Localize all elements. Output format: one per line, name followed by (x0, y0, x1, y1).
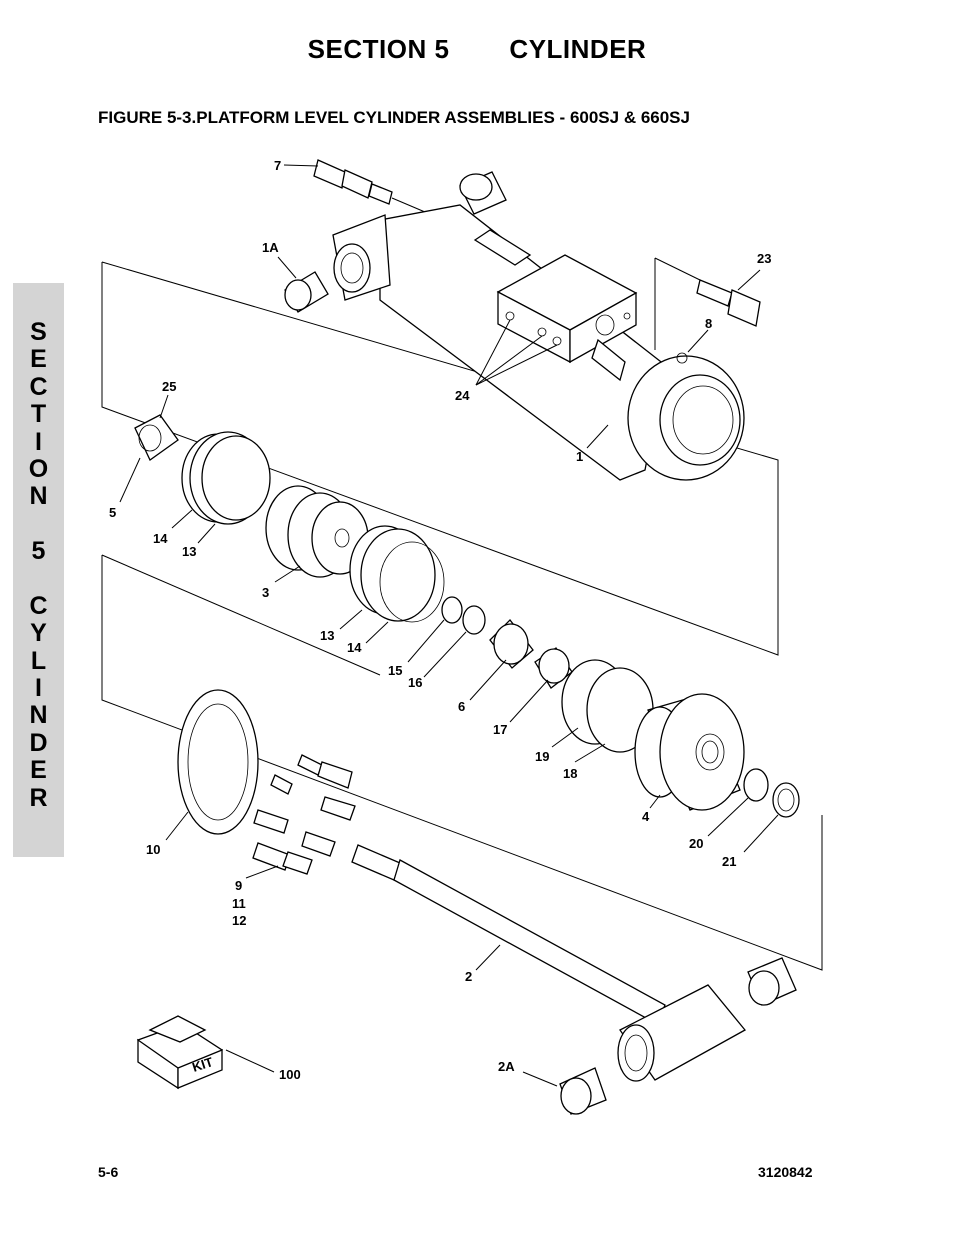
page-number: 5-6 (98, 1164, 119, 1180)
callout-15: 15 (388, 663, 402, 678)
cylinder-head-4 (634, 693, 745, 811)
side-tab-letter: Y (30, 619, 47, 648)
figure-title: FIGURE 5-3.PLATFORM LEVEL CYLINDER ASSEM… (98, 108, 690, 127)
side-tab-letter: C (29, 591, 48, 620)
callout-5: 5 (109, 505, 116, 520)
rings-15-16 (441, 596, 486, 635)
callout-11: 11 (232, 896, 246, 911)
callout-24: 24 (455, 388, 470, 403)
fitting-23 (696, 279, 761, 327)
kit-label: KIT (190, 1054, 215, 1075)
callout-25: 25 (162, 379, 176, 394)
piston-seals-13-14 (349, 525, 445, 623)
bushings-2A (559, 957, 797, 1115)
side-tab-letter: R (29, 783, 48, 812)
callout-14a: 14 (153, 531, 168, 546)
document-number: 3120842 (758, 1164, 813, 1180)
callout-21: 21 (722, 854, 736, 869)
fitting-7 (313, 159, 426, 213)
callout-6: 6 (458, 699, 465, 714)
section-number: SECTION 5 (307, 34, 450, 64)
callout-16: 16 (408, 675, 422, 690)
bushing-top (459, 171, 507, 215)
callout-13a: 13 (182, 544, 196, 559)
callout-14b: 14 (347, 640, 362, 655)
piston-rod-2 (351, 844, 746, 1082)
kit-box: KIT (136, 1015, 224, 1090)
callout-3: 3 (262, 585, 269, 600)
callout-1: 1 (576, 449, 583, 464)
spacer-6 (489, 619, 534, 669)
callout-4: 4 (642, 809, 650, 824)
side-tab-letter: O (28, 454, 49, 483)
callout-10: 10 (146, 842, 160, 857)
callout-1A: 1A (262, 240, 279, 255)
piston-seals-14-13 (181, 431, 271, 525)
callout-23: 23 (757, 251, 771, 266)
flange-plate-10 (177, 689, 259, 835)
side-tab-letter: D (29, 728, 48, 757)
callout-13b: 13 (320, 628, 334, 643)
side-tab-letter: I (35, 674, 42, 703)
side-tab-letter: S (30, 318, 47, 346)
side-tab-letter: E (30, 345, 47, 374)
callout-17: 17 (493, 722, 507, 737)
side-tab-letter: 5 (31, 537, 46, 566)
side-tab-letter: N (29, 482, 48, 511)
callout-9: 9 (235, 878, 242, 893)
o-rings-19-18 (561, 659, 654, 753)
callout-20: 20 (689, 836, 703, 851)
side-tab-letter: L (30, 646, 47, 675)
side-tab-letter: I (35, 427, 42, 456)
callout-8: 8 (705, 316, 712, 331)
side-tab-letter: T (30, 400, 47, 429)
section-title: CYLINDER (509, 34, 647, 64)
leader-lines (119, 164, 779, 1087)
callout-18: 18 (563, 766, 577, 781)
callout-19: 19 (535, 749, 549, 764)
side-tab-letter: N (29, 701, 48, 730)
locknut-25 (134, 414, 179, 461)
piston-3 (265, 485, 369, 578)
side-tab-letter: C (29, 372, 48, 401)
bolts-9-11-12 (252, 754, 356, 875)
callout-12: 12 (232, 913, 246, 928)
bushing-1A (284, 271, 329, 313)
callout-2: 2 (465, 969, 472, 984)
wiper-seals-20-21 (743, 768, 800, 818)
side-tab-letter: E (30, 756, 47, 785)
callout-labels: 7 1A 23 8 24 25 1 5 14 13 3 13 14 15 16 … (109, 158, 771, 1082)
valve-block (496, 254, 638, 382)
callout-7: 7 (274, 158, 281, 173)
callout-100: 100 (279, 1067, 301, 1082)
cylinder-barrel-1 (332, 204, 745, 481)
callout-2A: 2A (498, 1059, 515, 1074)
section-heading: SECTION 5 CYLINDER (0, 34, 954, 65)
